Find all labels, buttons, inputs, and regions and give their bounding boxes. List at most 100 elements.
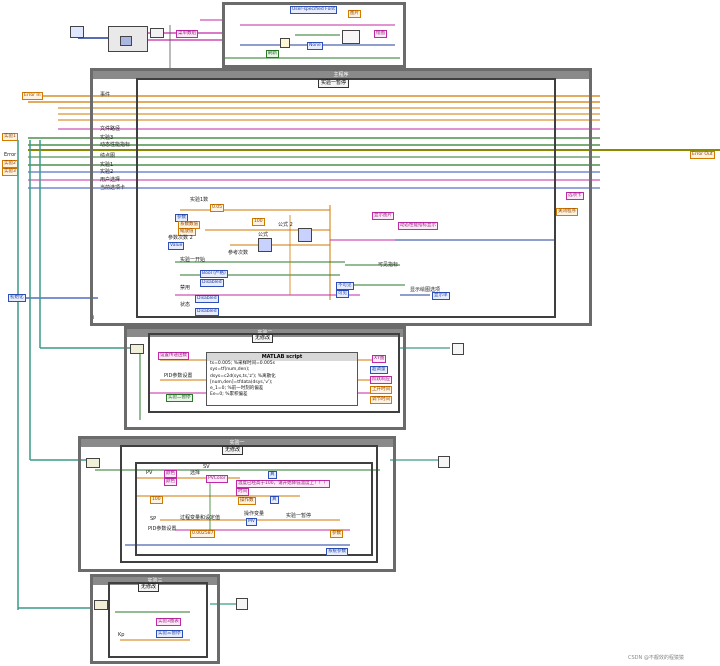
top-image-icon xyxy=(120,36,132,46)
user-font-button[interactable]: User-specified Font xyxy=(290,6,337,14)
top-graph-icon xyxy=(342,30,360,44)
script-line: [num,den]=tfdata(dsys,'v'); xyxy=(210,379,273,385)
exp1-color2: 颜色 xyxy=(164,478,177,486)
wire-label-user-select: 用户选择 xyxy=(100,177,121,183)
const-005: 0.05 xyxy=(210,204,225,212)
wire-label-dyn: 动态性能指标 xyxy=(100,142,131,148)
left-term-exp2: 实验2 xyxy=(2,160,18,168)
exp3-graph: 实验3图表 xyxy=(156,618,181,626)
exp1-frame: 实验一 xyxy=(78,436,396,572)
top-refresh-label[interactable]: 刷新 xyxy=(266,50,279,58)
not-visible-term: 不可见 xyxy=(336,282,354,290)
exp2-case-structure xyxy=(148,333,400,413)
wire-label-exp2: 实验2 xyxy=(100,169,114,175)
init-terminal: 初始化 xyxy=(8,294,26,302)
left-term-error: Error xyxy=(4,152,17,158)
script-line: Ee=0; %累积偏差 xyxy=(210,392,248,398)
dyn-display-term: 动态性能指标显示 xyxy=(398,222,438,230)
script-line: e_1=0; %前一时刻的偏差 xyxy=(210,386,264,392)
exp1-tip: 温度已经高于100，请开始降低温度上！！！ xyxy=(236,480,330,488)
state-label: 状态 xyxy=(180,302,191,308)
value-term: Value xyxy=(168,242,185,250)
exp1-default-true: 真 xyxy=(270,496,279,504)
disabled-term-1: Disabled xyxy=(200,279,224,287)
left-term-exp1: 实验1 xyxy=(2,133,18,141)
exp1-operate: 操作数 xyxy=(238,497,256,505)
matlab-script-node: MATLAB script ts=0.005; %采样时间=0.005s sys… xyxy=(206,352,358,406)
loop-index: i xyxy=(93,315,95,321)
exp2-rise-time: 上升时间 xyxy=(370,386,392,394)
exp3-case-selector[interactable]: 无修改 xyxy=(138,583,160,592)
exp1-pv: PV xyxy=(146,470,153,476)
start-label: 实验一开始 xyxy=(180,257,206,263)
exp2-cmd-input[interactable]: 设置传递函数 xyxy=(158,352,189,360)
top-menu-label: 菜单数组 xyxy=(176,30,198,38)
exp1-case-structure xyxy=(120,445,378,563)
main-frame-title: 主程序 xyxy=(93,71,589,79)
exp1-mv: MV xyxy=(246,518,257,526)
image-label-term: 显示图片 xyxy=(372,212,394,220)
exp2-right-icon[interactable] xyxy=(452,343,464,355)
exp2-xy-out: XY图 xyxy=(372,355,387,363)
wire-label-event: 事件 xyxy=(100,92,111,98)
close-term[interactable]: 关闭程序 xyxy=(556,208,578,216)
exp1-bool-sel: 选择 xyxy=(190,470,201,476)
exp3-left-icon xyxy=(94,600,108,610)
scale-term: 缩放值 xyxy=(178,228,196,236)
main-case-selector[interactable]: 实验一暂停 xyxy=(318,79,350,88)
error-out-term: Error Out xyxy=(690,151,715,159)
exp1-pid-set: PID参数设置 xyxy=(148,526,177,532)
exp3-kp: Kp xyxy=(118,632,125,638)
exp1-frame-title: 实验一 xyxy=(81,439,393,447)
visible2-term: 可见 xyxy=(336,290,349,298)
exp2-pause[interactable]: 实验二暂停 xyxy=(166,394,193,402)
wire-label-exp3: 实验3 xyxy=(100,135,114,141)
exp2-overshoot: 超调量 xyxy=(370,366,388,374)
exp2-settle-time: 调节时间 xyxy=(370,396,392,404)
script-line: ts=0.005; %采样时间=0.005s xyxy=(210,361,275,366)
wire-label-file-path: 文件路径 xyxy=(100,126,121,132)
exp1-sv: SV xyxy=(203,464,210,470)
exp1-right-icon[interactable] xyxy=(438,456,450,468)
exp1-sys-param: 系统参数 xyxy=(326,548,348,556)
disabled-term-2: Disabled xyxy=(195,295,219,303)
step-label: 参考次数 xyxy=(228,250,249,256)
exp1-case-selector[interactable]: 无修改 xyxy=(222,446,244,455)
exp2-pid-setting: PID参数设置 xyxy=(164,373,193,379)
top-loop-icon[interactable] xyxy=(70,26,84,38)
exp1-inner-structure xyxy=(135,462,373,556)
exp1-const-val: 0.002587 xyxy=(190,530,216,538)
exp1-time: 时间 xyxy=(236,488,249,496)
exp1-const-100: 100 xyxy=(150,496,163,504)
exp3-right-icon[interactable] xyxy=(236,598,248,610)
exp1-data-label: 实验1数 xyxy=(190,197,209,203)
formula-node-icon xyxy=(258,238,272,252)
exp2-left-icon xyxy=(130,344,144,354)
exp1-pause: 实验一暂停 xyxy=(286,513,312,519)
exp1-fg-out: 参数 xyxy=(330,530,343,538)
exp1-combined: 过程变量和设定值 xyxy=(180,515,221,521)
top-icon-label: 图片 xyxy=(348,10,361,18)
bool-strict-term: Bool (严格) xyxy=(200,270,228,278)
formula1-label: 公式 xyxy=(258,232,269,238)
watermark: CSDN @不靓效的程猿猿 xyxy=(628,655,684,661)
exp1-color1: 颜色 xyxy=(164,470,177,478)
wire-label-current-tab: 当前选项卡 xyxy=(100,185,126,191)
const-100: 100 xyxy=(252,218,265,226)
formula2-node-icon xyxy=(298,228,312,242)
script-line: sys=tf(num,den); xyxy=(210,367,250,373)
wire-label-exp1: 实验1 xyxy=(100,162,114,168)
top-draw-label: 绘图 xyxy=(374,30,387,38)
exp1-sp: SP xyxy=(150,516,157,522)
param-count-label: 参数次数 2 xyxy=(168,235,193,241)
exp2-case-selector[interactable]: 无修改 xyxy=(252,334,274,343)
exp1-out-var: 操作变量 xyxy=(244,511,265,517)
exp1-left-icon xyxy=(86,458,100,468)
right-term-tab: 选项卡 xyxy=(566,192,584,200)
exp2-wave-plot: 阶跃响应 xyxy=(370,376,392,384)
exp3-pause[interactable]: 实验三暂停 xyxy=(156,630,183,638)
main-program-frame: 主程序 xyxy=(90,68,592,326)
top-case-frame xyxy=(222,2,406,68)
visible-label: 可见指标 xyxy=(378,262,399,268)
